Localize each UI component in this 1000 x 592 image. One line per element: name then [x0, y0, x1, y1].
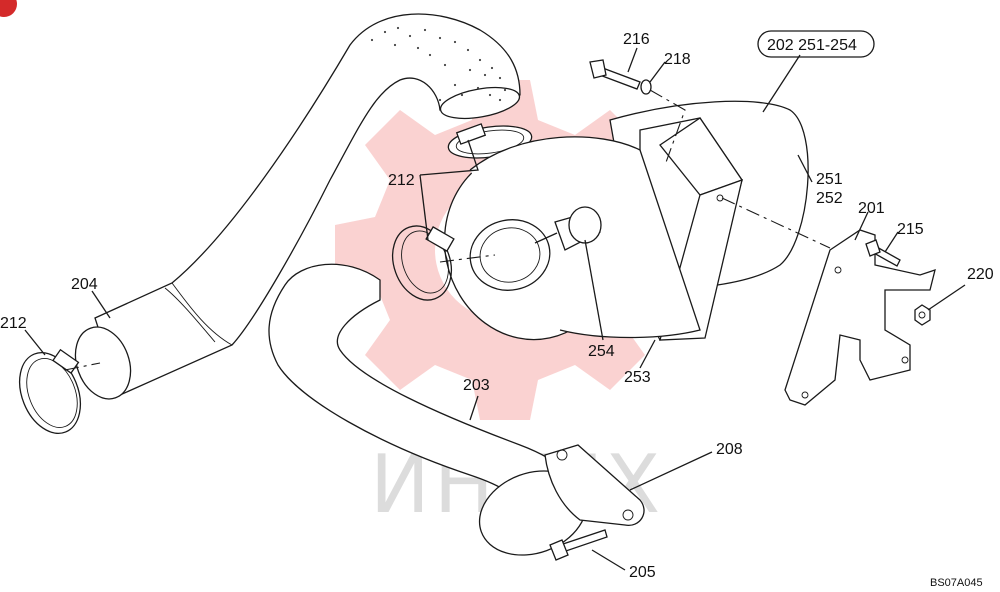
flange-208: [544, 444, 645, 526]
inlet-pipe: [94, 13, 521, 396]
callout-254: 254: [588, 343, 615, 360]
bracket-201: [784, 229, 936, 406]
callout-208: 208: [716, 441, 743, 458]
callout-216: 216: [623, 31, 650, 48]
bolt-216: [589, 59, 641, 90]
bolt-215: [865, 239, 901, 267]
callout-252: 252: [816, 190, 843, 207]
callout-oval-202: [757, 30, 875, 58]
callout-218: 218: [664, 51, 691, 68]
hose-clamp-left: [18, 348, 82, 434]
callout-205: 205: [629, 564, 656, 581]
inlet-rubber-end: [370, 26, 507, 102]
centerlines: [64, 89, 831, 371]
callout-204: 204: [71, 276, 98, 293]
callout-201: 201: [858, 200, 885, 217]
vacuator-valve-254: [534, 206, 602, 251]
drawing-code: BS07A045: [930, 577, 983, 589]
callout-253: 253: [624, 369, 651, 386]
callout-203: 203: [463, 377, 490, 394]
hose-204: [74, 326, 132, 400]
corner-badge: [0, 0, 17, 17]
nut-220: [914, 304, 931, 326]
callout-215: 215: [897, 221, 924, 238]
callout-220: 220: [967, 266, 994, 283]
callout-251: 251: [816, 171, 843, 188]
callout-212-left: 212: [0, 315, 27, 332]
bolt-205: [549, 529, 608, 561]
hose-clamp-mid: [392, 225, 455, 301]
callout-212-top: 212: [388, 172, 415, 189]
leader-lines: [24, 47, 966, 571]
callout-202-251-254: 202 251-254: [767, 37, 857, 54]
washer-218: [640, 79, 652, 95]
